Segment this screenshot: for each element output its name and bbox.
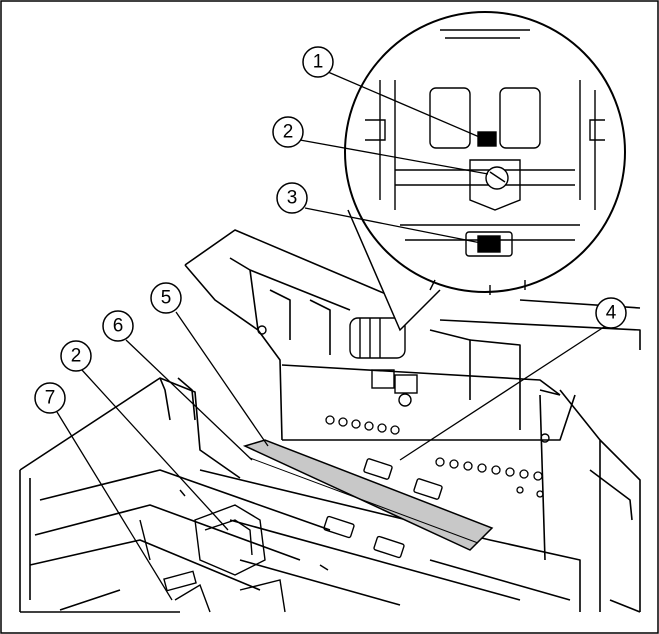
callout-6: 6 bbox=[102, 310, 134, 342]
lower-rollers bbox=[139, 325, 550, 613]
callout-2-body: 2 bbox=[60, 340, 92, 372]
callout-4: 4 bbox=[595, 297, 627, 329]
leader-lines bbox=[56, 71, 608, 601]
svg-text:5: 5 bbox=[161, 288, 172, 309]
svg-text:1: 1 bbox=[313, 52, 324, 73]
callout-2-inset: 2 bbox=[272, 116, 304, 148]
lid-roller bbox=[349, 317, 418, 407]
magnified-inset bbox=[344, 11, 626, 332]
glass-strip bbox=[242, 439, 494, 551]
svg-text:3: 3 bbox=[287, 188, 298, 209]
callout-3: 3 bbox=[276, 182, 308, 214]
svg-text:2: 2 bbox=[71, 346, 82, 367]
guide-pegs bbox=[325, 415, 544, 498]
svg-text:4: 4 bbox=[606, 303, 617, 324]
callouts: 1 2 3 4 5 6 2 7 bbox=[34, 46, 627, 414]
callout-1: 1 bbox=[302, 46, 334, 78]
svg-text:2: 2 bbox=[283, 122, 294, 143]
svg-text:6: 6 bbox=[113, 316, 124, 337]
callout-7: 7 bbox=[34, 382, 66, 414]
svg-text:7: 7 bbox=[45, 388, 56, 409]
callout-5: 5 bbox=[150, 282, 182, 314]
